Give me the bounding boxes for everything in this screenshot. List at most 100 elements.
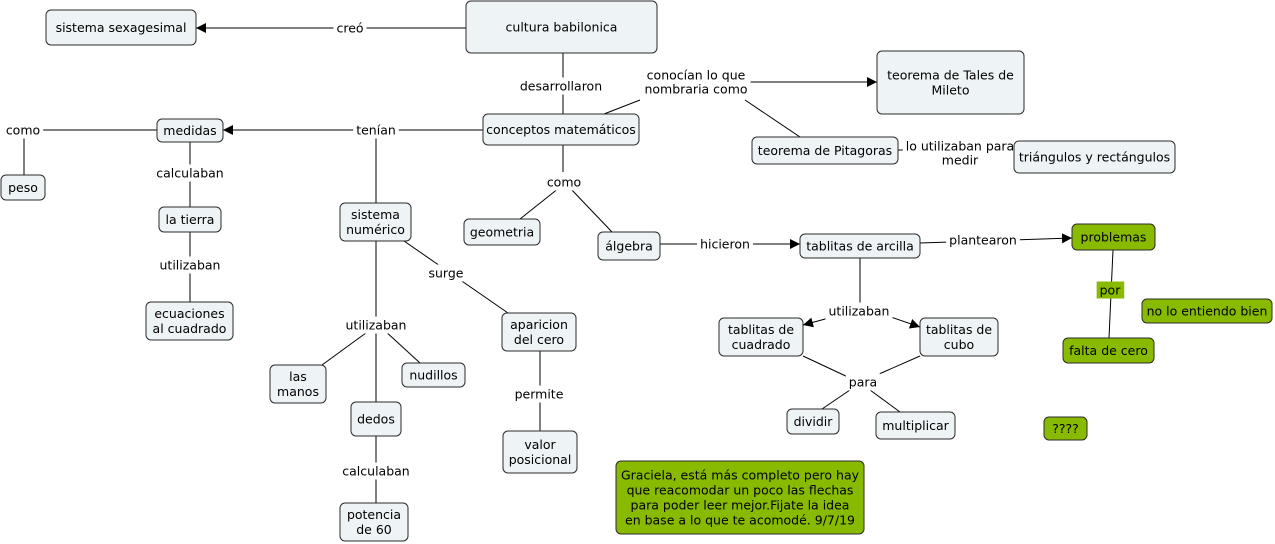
triangulos-box xyxy=(1013,140,1176,174)
connector-line xyxy=(383,329,421,364)
link-creo-text: creó xyxy=(336,21,363,36)
concept-tierra[interactable]: la tierra xyxy=(158,206,222,233)
aparicion-box xyxy=(501,312,577,352)
tablitas-text: tablitas de arcilla xyxy=(806,239,914,254)
peso-box xyxy=(0,174,46,201)
link-utilizaban1-text: utilizaban xyxy=(160,258,221,273)
multiplicar-text: multiplicar xyxy=(882,418,949,433)
link-label-desarrollaron: desarrollaron xyxy=(516,77,606,95)
connector-line xyxy=(569,187,613,233)
link-hicieron-text: hicieron xyxy=(700,237,750,252)
link-label-hicieron: hicieron xyxy=(697,235,753,253)
concept-dividir[interactable]: dividir xyxy=(786,408,840,435)
tablitas-box xyxy=(799,233,921,259)
connector-line xyxy=(603,99,641,115)
sexagesimal-box xyxy=(45,9,197,46)
cultura-box xyxy=(465,0,658,54)
concept-cultura[interactable]: cultura babilonica xyxy=(465,0,658,54)
link-label-para: para xyxy=(845,373,881,391)
medidas-box xyxy=(156,118,224,143)
link-calculaban2-text: calculaban xyxy=(342,464,409,479)
concept-pitagoras[interactable]: teorema de Pitagoras xyxy=(751,136,899,165)
link-label-surge: surge xyxy=(425,264,467,282)
problemas-box xyxy=(1071,223,1156,251)
faltacero-box xyxy=(1062,337,1155,364)
connector-line xyxy=(869,389,901,413)
tierra-box xyxy=(158,206,222,233)
cultura-text: cultura babilonica xyxy=(506,20,618,35)
concept-algebra[interactable]: álgebra xyxy=(597,231,661,261)
dedos-box xyxy=(350,401,402,437)
interrogacion-box xyxy=(1043,416,1088,441)
link-label-como2: como xyxy=(543,173,585,191)
tales-box xyxy=(876,50,1025,115)
concept-problemas[interactable]: problemas xyxy=(1071,223,1156,251)
concept-conceptos[interactable]: conceptos matemáticos xyxy=(482,113,640,146)
concept-peso[interactable]: peso xyxy=(0,174,46,201)
noentiendo-box xyxy=(1141,298,1273,324)
concept-faltacero[interactable]: falta de cero xyxy=(1062,337,1155,364)
sexagesimal-text: sistema sexagesimal xyxy=(56,20,187,35)
algebra-text: álgebra xyxy=(605,239,653,254)
concept-noentiendo[interactable]: no lo entiendo bien xyxy=(1141,298,1273,324)
link-label-plantearon: plantearon xyxy=(946,231,1020,249)
peso-text: peso xyxy=(8,180,38,195)
link-permite-text: permite xyxy=(515,387,564,402)
cubo-box xyxy=(919,317,999,357)
connector-line xyxy=(802,355,851,379)
concept-medidas[interactable]: medidas xyxy=(156,118,224,143)
concept-tablitas[interactable]: tablitas de arcilla xyxy=(799,233,921,259)
concept-interrogacion[interactable]: ???? xyxy=(1043,416,1088,441)
multiplicar-box xyxy=(875,411,956,440)
manos-box xyxy=(269,364,327,404)
concept-sexagesimal[interactable]: sistema sexagesimal xyxy=(45,9,197,46)
concept-triangulos[interactable]: triángulos y rectángulos xyxy=(1013,140,1176,174)
dedos-text: dedos xyxy=(357,412,395,427)
link-label-calculaban1: calculaban xyxy=(153,164,227,182)
cuadrado-box xyxy=(718,317,804,357)
link-label-como1: como xyxy=(2,121,44,139)
algebra-box xyxy=(597,231,661,261)
concept-multiplicar[interactable]: multiplicar xyxy=(875,411,956,440)
concept-geometria[interactable]: geometria xyxy=(463,218,541,246)
link-como1-text: como xyxy=(6,123,40,138)
link-label-permite: permite xyxy=(511,385,567,403)
dividir-text: dividir xyxy=(794,414,834,429)
geometria-text: geometria xyxy=(470,225,534,240)
pitagoras-text: teorema de Pitagoras xyxy=(758,143,892,158)
pitagoras-box xyxy=(751,136,899,165)
connector-line xyxy=(519,187,560,220)
valor-box xyxy=(502,430,578,474)
link-tenian-text: tenían xyxy=(356,123,396,138)
link-plantearon-text: plantearon xyxy=(949,233,1017,248)
concept-dedos[interactable]: dedos xyxy=(350,401,402,437)
conceptos-text: conceptos matemáticos xyxy=(486,122,636,137)
link-label-calculaban2: calculaban xyxy=(339,462,413,480)
link-label-utilizaban2: utilizaban xyxy=(342,316,410,334)
concept-nudillos[interactable]: nudillos xyxy=(401,362,466,388)
problemas-text: problemas xyxy=(1081,230,1147,245)
link-label-tenian: tenían xyxy=(353,121,399,139)
link-para-text: para xyxy=(849,375,877,390)
faltacero-text: falta de cero xyxy=(1069,343,1148,358)
